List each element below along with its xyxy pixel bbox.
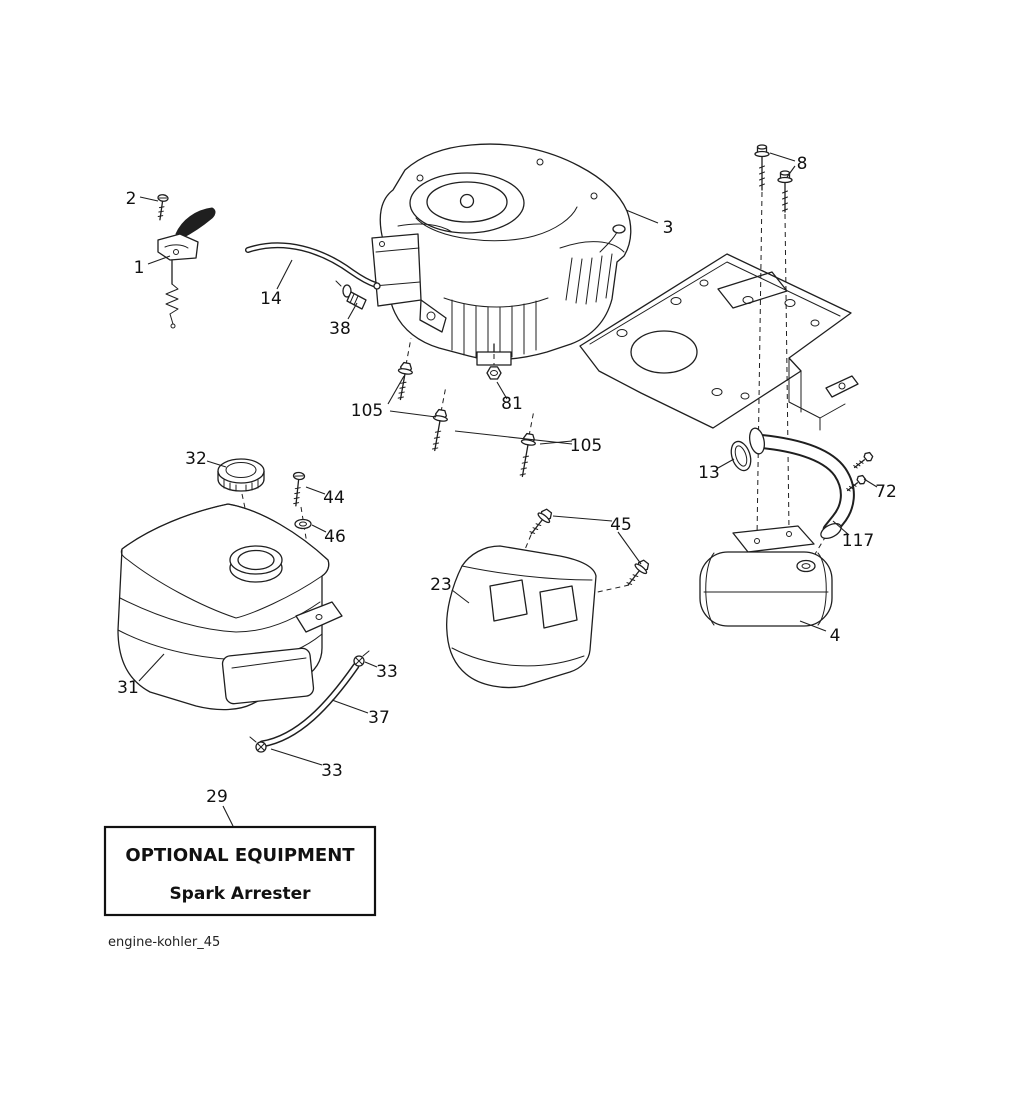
callout-labels: 2 1 14 38 3 8 105 81 105 13 72 117 4 23 … <box>117 154 897 807</box>
engine-part-3 <box>371 143 632 366</box>
callout-81: 81 <box>501 394 523 414</box>
gasket-part-13 <box>730 440 752 472</box>
callout-31: 31 <box>117 678 139 698</box>
optional-equipment-subtitle: Spark Arrester <box>169 884 311 904</box>
muffler-part-4 <box>699 525 833 627</box>
screw-part-44 <box>292 471 306 507</box>
fuel-tank-part-31 <box>117 503 343 711</box>
fuel-cap-part-32 <box>217 458 265 492</box>
exhaust-pipe-part-117 <box>748 427 855 540</box>
callout-45: 45 <box>610 515 632 535</box>
screws-part-72 <box>846 451 874 492</box>
washer-part-46 <box>294 518 312 530</box>
nut-part-81 <box>486 366 502 380</box>
callout-2: 2 <box>126 189 137 209</box>
leader-lines <box>138 152 878 827</box>
throttle-control-part-1 <box>157 207 216 329</box>
callout-44: 44 <box>323 488 345 508</box>
callout-37: 37 <box>368 708 390 728</box>
optional-equipment-box: OPTIONAL EQUIPMENT Spark Arrester <box>103 825 377 917</box>
callout-4: 4 <box>830 626 841 646</box>
callout-23: 23 <box>430 575 452 595</box>
fitting-part-38 <box>335 280 367 310</box>
screw-part-2 <box>157 194 169 221</box>
control-cable-part-14 <box>245 242 381 290</box>
diagram-footer: engine-kohler_45 <box>108 935 220 950</box>
screws-part-45 <box>529 508 650 586</box>
fuel-line-part-37 <box>258 662 360 748</box>
callout-32: 32 <box>185 449 207 469</box>
callout-13: 13 <box>698 463 720 483</box>
clamp-part-33-lower <box>249 736 267 753</box>
callout-33-lower: 33 <box>321 761 343 781</box>
bolts-part-105 <box>397 361 536 478</box>
callout-3: 3 <box>663 218 674 238</box>
optional-equipment-title: OPTIONAL EQUIPMENT <box>125 845 355 866</box>
callout-8: 8 <box>797 154 808 174</box>
callout-72: 72 <box>875 482 897 502</box>
screws-part-8 <box>754 144 793 213</box>
clamp-part-33-upper <box>353 650 370 667</box>
chassis-plate <box>579 253 859 431</box>
callout-105-left: 105 <box>351 401 383 421</box>
shield-bracket-part-23 <box>446 545 597 689</box>
callout-46: 46 <box>324 527 346 547</box>
callout-1: 1 <box>134 258 145 278</box>
callout-33-upper: 33 <box>376 662 398 682</box>
callout-38: 38 <box>329 319 351 339</box>
callout-117: 117 <box>842 531 874 551</box>
callout-14: 14 <box>260 289 282 309</box>
callout-29: 29 <box>206 787 228 807</box>
callout-105-right: 105 <box>570 436 602 456</box>
